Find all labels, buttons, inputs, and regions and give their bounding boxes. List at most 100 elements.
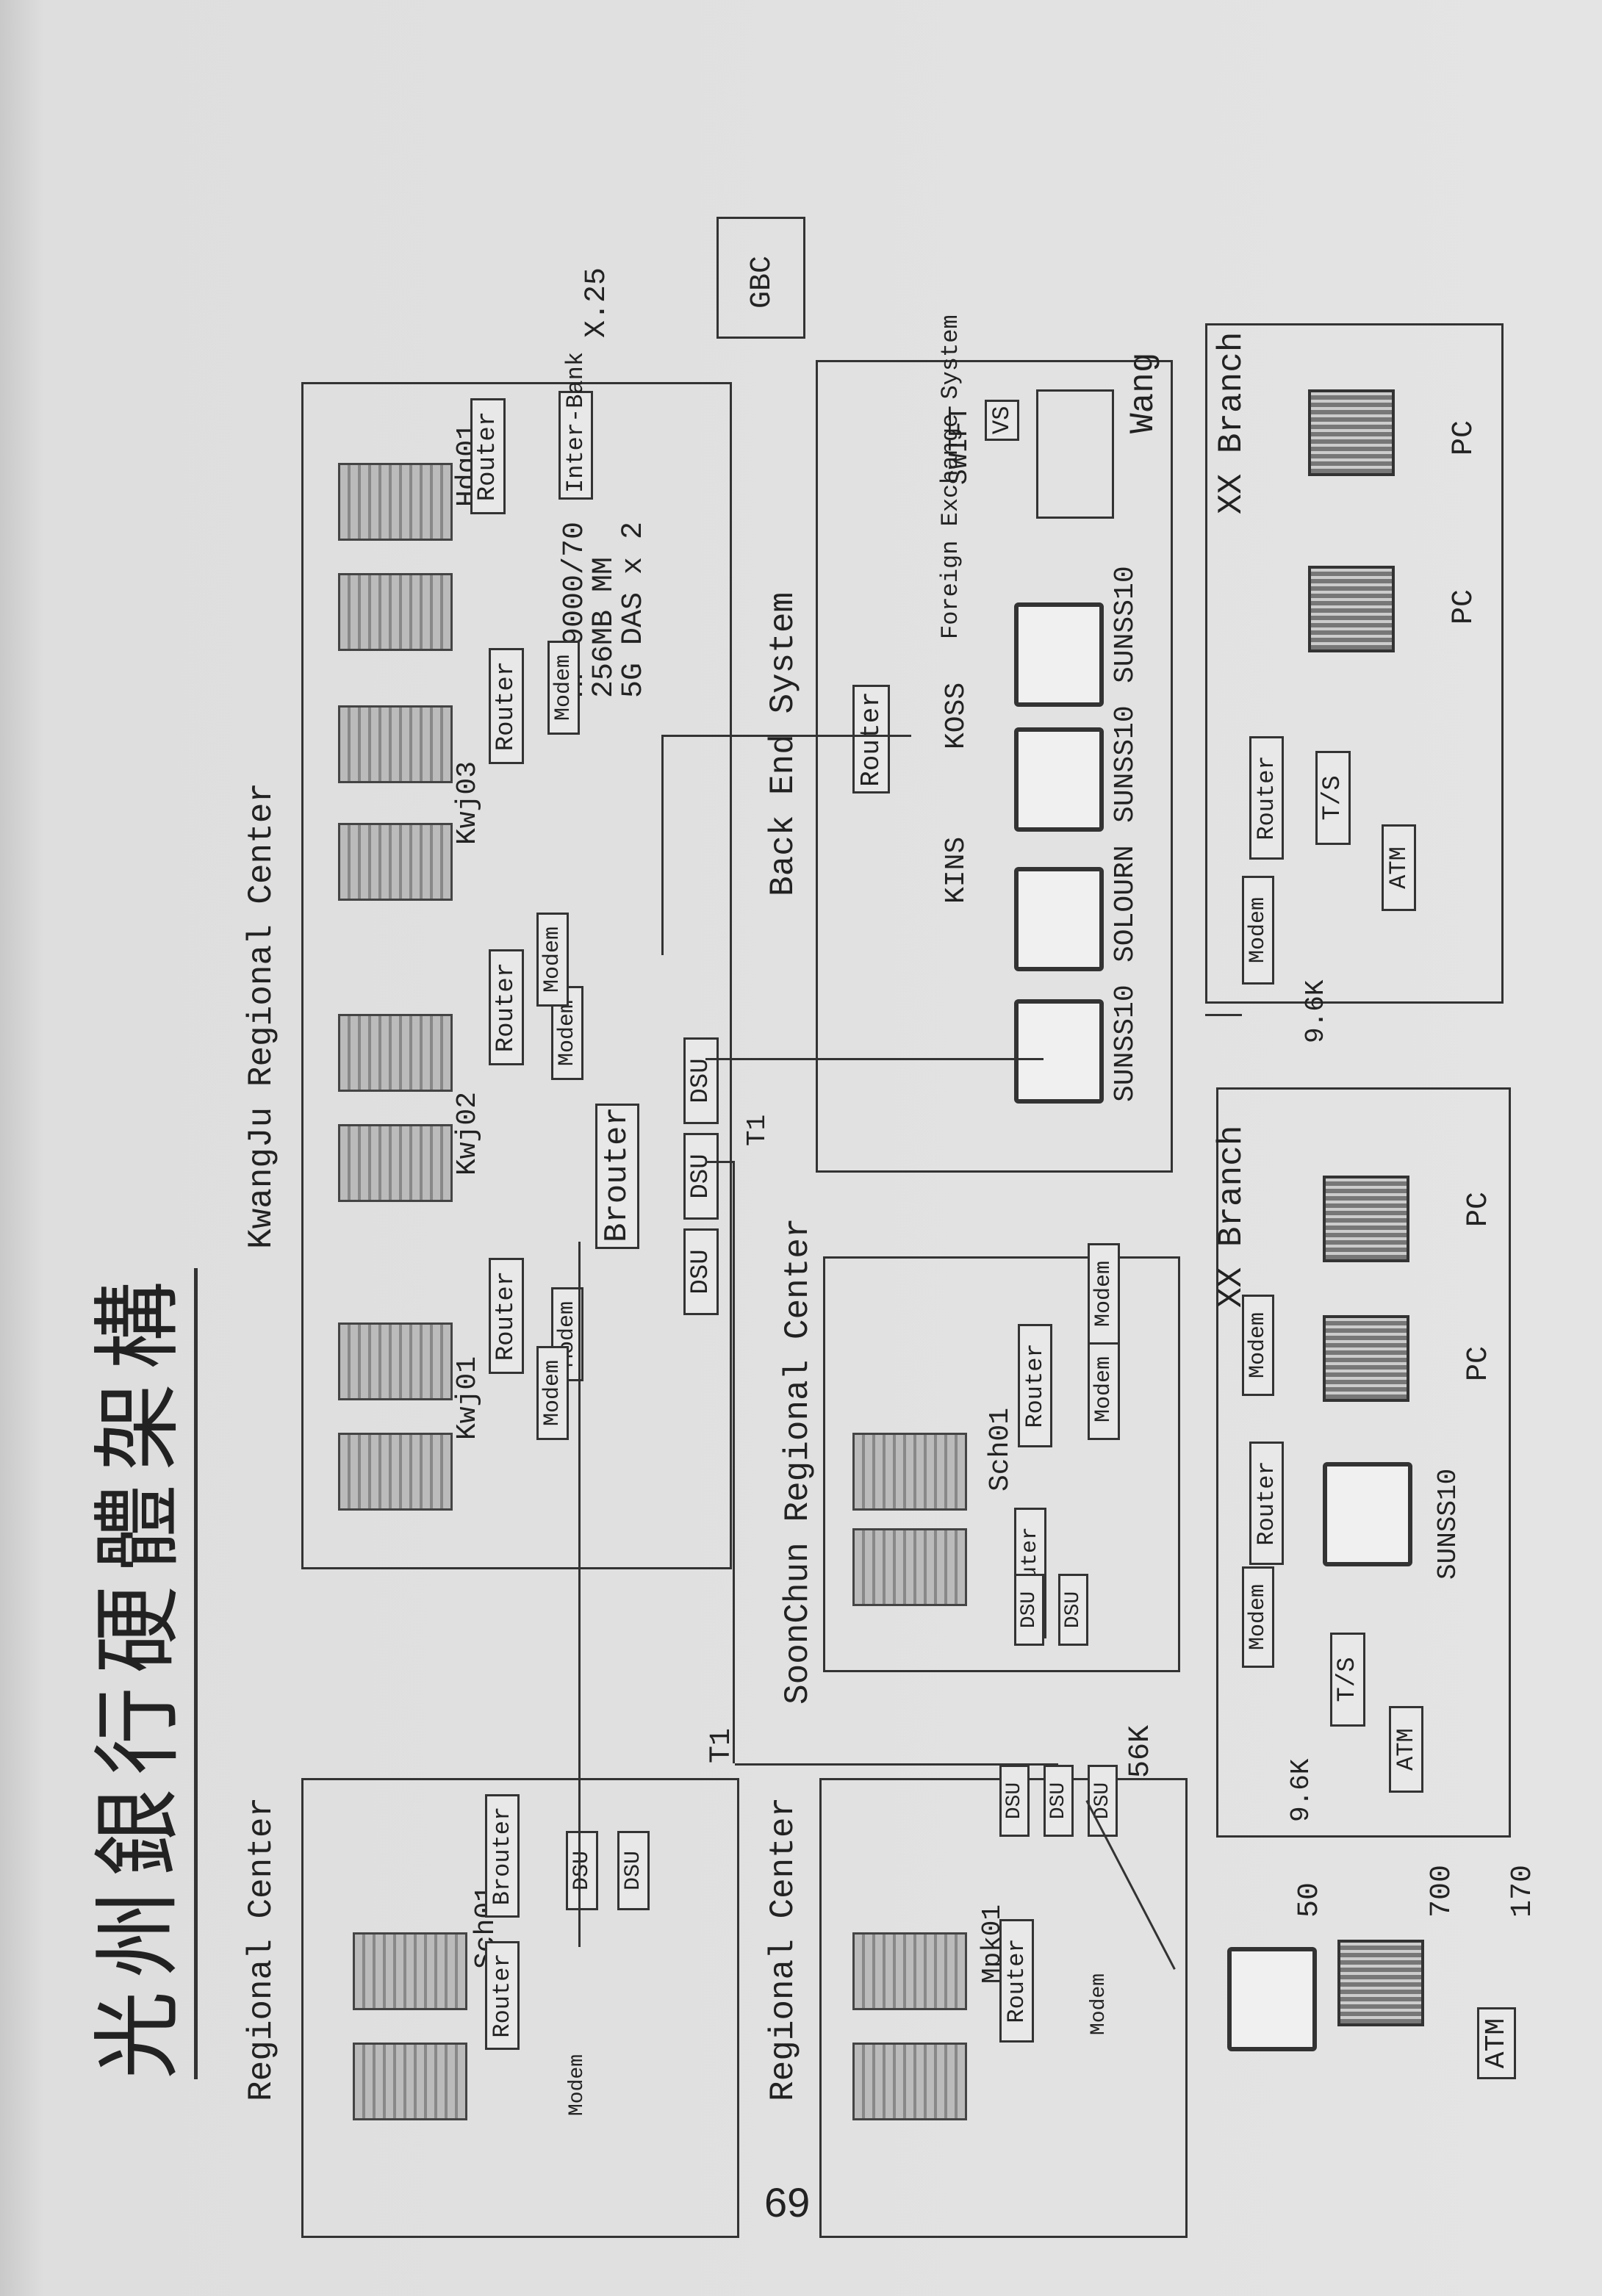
branch-top-speed: 9.6K (1301, 979, 1331, 1043)
wire-kwangju-to-back (661, 735, 664, 955)
sch-dsu-1: DSU (1014, 1574, 1044, 1646)
wire-t1-3 (735, 1763, 1058, 1766)
machine-4: SUNSS10 (1110, 566, 1141, 683)
branch-top-router: Router (1249, 736, 1284, 860)
sch-modem-2: Modem (1088, 1243, 1120, 1345)
r2-server-b (852, 2043, 967, 2120)
server-kwj03-b (338, 705, 453, 783)
branch-bottom-pc-label-1: PC (1462, 1191, 1495, 1227)
vs-label: VS (985, 399, 1019, 441)
wire-branch-top (1205, 1014, 1242, 1016)
branch-top-ts: T/S (1315, 751, 1351, 845)
branch-bottom-sun (1323, 1462, 1412, 1566)
server-hdq01-a (338, 573, 453, 651)
backend-router: Router (852, 685, 890, 793)
gbc-label: GBC (746, 255, 779, 309)
wire-dsu-soon (705, 1058, 1044, 1060)
legend-700: 700 (1426, 1864, 1459, 1918)
server-kwj02-a (338, 1124, 453, 1202)
page-title: 光州銀行硬體架構 (66, 1268, 198, 2079)
machine-1: SUNSS10 (1110, 985, 1141, 1102)
branch-bottom-modem-1: Modem (1242, 1295, 1274, 1396)
dsu-2: DSU (683, 1133, 719, 1220)
r1-server-b (353, 2043, 467, 2120)
branch-bottom-ts: T/S (1330, 1633, 1365, 1727)
wire-t1-1 (705, 1161, 735, 1163)
machine-2: SOLOURN (1110, 845, 1141, 962)
server-hdq01-b (338, 463, 453, 541)
sun-3 (1014, 727, 1104, 832)
r1-modem: Modem (566, 2054, 589, 2116)
spec-line2: 256MB MM (588, 556, 621, 698)
xx-branch-top (1205, 323, 1504, 1004)
r1-server-a (353, 1932, 467, 2010)
branch-bottom-router: Router (1249, 1442, 1284, 1565)
gbc-box (716, 217, 805, 339)
regional1-title: Regional Center (243, 1796, 281, 2101)
branch-top-pc-label-2: PC (1448, 589, 1481, 625)
legend-50: 50 (1293, 1882, 1326, 1918)
branch-bottom-pc-1 (1323, 1176, 1409, 1262)
r2-server-a (852, 1932, 967, 2010)
branch-bottom-modem-2: Modem (1242, 1566, 1274, 1668)
sys-koss: KOSS (941, 682, 972, 749)
modem-kwj03: Modem (547, 641, 580, 735)
sch-server-a (852, 1433, 967, 1511)
branch-bottom-atm: ATM (1389, 1706, 1423, 1793)
t1-top: T1 (742, 1114, 772, 1146)
server-kwj03-a (338, 823, 453, 901)
branch-top-title: XX Branch (1213, 331, 1251, 514)
branch-bottom-pc-2 (1323, 1315, 1409, 1402)
interbank: Inter-Bank (558, 352, 593, 500)
regional-center-1 (301, 1778, 739, 2238)
server-kwj01-a (338, 1433, 453, 1511)
r1-router: Router (485, 1941, 520, 2050)
legend-atm: ATM (1477, 2007, 1516, 2079)
branch-bottom-pc-label-2: PC (1462, 1345, 1495, 1381)
host-kwj03: Kwj03 (452, 760, 484, 845)
wire-back-riser (661, 735, 911, 737)
branch-bottom-speed: 9.6K (1286, 1758, 1316, 1822)
branch-top-pc-label-1: PC (1448, 420, 1481, 456)
branch-bottom-sun-label: SUNSS10 (1433, 1468, 1463, 1580)
legend-170: 170 (1506, 1864, 1540, 1918)
branch-top-atm: ATM (1382, 824, 1416, 911)
regional2-title: Regional Center (764, 1796, 802, 2101)
xx-branch-bottom (1216, 1087, 1511, 1838)
soonchun-title: SoonChun Regional Center (779, 1217, 817, 1705)
r1-dsu-2: DSU (617, 1831, 650, 1910)
r2-dsu-1: DSU (999, 1765, 1030, 1837)
soonchun-regional-center (823, 1256, 1180, 1672)
sch-host: Sch01 (985, 1407, 1016, 1491)
kwangju-regional-center (301, 382, 732, 1569)
router-kwj02: Router (489, 949, 524, 1065)
wang-label: Wang (1124, 352, 1163, 433)
branch-bottom-title: XX Branch (1213, 1125, 1251, 1308)
router-kwj03: Router (489, 648, 524, 764)
wire-kwangju-to-r1 (578, 1242, 581, 1947)
r2-router: Router (999, 1919, 1034, 2043)
back-end-system (816, 360, 1173, 1173)
sys-kins: KINS (941, 836, 972, 904)
sun-1 (1014, 999, 1104, 1104)
r1-dsu-1: DSU (566, 1831, 598, 1910)
k56-label: 56K (1124, 1724, 1157, 1778)
sun-4 (1014, 602, 1104, 707)
r2-dsu-2: DSU (1044, 1765, 1074, 1837)
sch-dsu-2: DSU (1058, 1574, 1088, 1646)
server-kwj02-b (338, 1014, 453, 1092)
backend-title: Back End System (764, 591, 802, 896)
kwangju-brouter: Brouter (595, 1104, 639, 1249)
sch-modem-1: Modem (1088, 1339, 1120, 1440)
wang-unit (1036, 389, 1114, 519)
legend-pc (1337, 1940, 1424, 2026)
modem-kwj02-b: Modem (536, 913, 569, 1007)
branch-top-modem: Modem (1242, 876, 1274, 985)
x25-label: X.25 (581, 267, 614, 338)
branch-top-pc-2 (1308, 566, 1395, 652)
dsu-1: DSU (683, 1228, 719, 1315)
dsu-3: DSU (683, 1037, 719, 1124)
r1-brouter: Brouter (485, 1794, 520, 1918)
page-number: 69 (764, 2179, 811, 2225)
router-kwj01: Router (489, 1258, 524, 1374)
